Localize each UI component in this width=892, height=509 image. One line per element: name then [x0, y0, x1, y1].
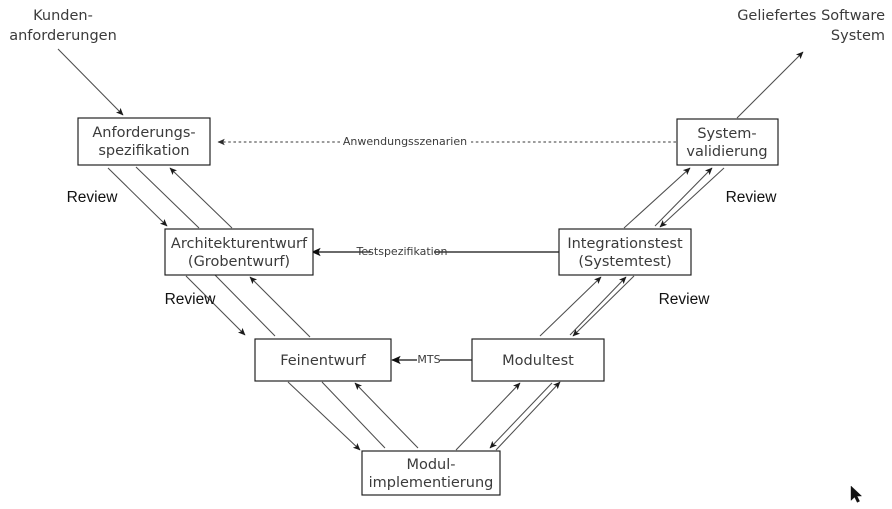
box-systemvalidierung-line-1: System-: [697, 126, 756, 142]
arrow-architekturentwurf-to-anforderungsspezifikation: [169, 167, 233, 229]
label-review-left-lower: Review: [165, 291, 217, 308]
box-architekturentwurf[interactable]: Architekturentwurf (Grobentwurf): [164, 228, 314, 276]
edge-label-testspezifikation: Testspezifikation: [356, 245, 448, 258]
box-modulimplementierung-line-2: implementierung: [369, 475, 494, 491]
left-outer-connectors: [107, 167, 361, 451]
box-systemvalidierung-line-2: validierung: [686, 144, 767, 160]
label-review-left-upper: Review: [67, 189, 119, 206]
arrow-systemvalidierung-to-integrationstest: [659, 167, 725, 228]
arrow-feinentwurf-to-modulimplementierung: [321, 381, 386, 449]
label-review-right-lower: Review: [659, 291, 711, 308]
edge-labels-layer: Anwendungsszenarien Testspezifikation MT…: [343, 135, 467, 366]
arrow-modultest-to-modulimplementierung: [489, 382, 553, 449]
label-kundenanforderungen-line-2: anforderungen: [9, 28, 117, 44]
arrow-modulimplementierung-to-feinentwurf: [354, 382, 419, 449]
edge-label-anwendungsszenarien: Anwendungsszenarien: [343, 135, 467, 148]
box-integrationstest-line-1: Integrationstest: [567, 236, 683, 252]
box-anforderungsspezifikation-line-2: spezifikation: [98, 143, 189, 159]
box-integrationstest-line-2: (Systemtest): [578, 254, 671, 270]
label-review-right-upper: Review: [726, 189, 778, 206]
arrow-modulimplementierung-up-long: [495, 381, 561, 451]
box-architekturentwurf-line-2: (Grobentwurf): [188, 254, 290, 270]
box-systemvalidierung[interactable]: System- validierung: [676, 118, 779, 166]
arrow-anforderungsspezifikation-to-architekturentwurf: [135, 166, 200, 229]
box-anforderungsspezifikation-line-1: Anforderungs-: [92, 125, 195, 141]
free-labels-layer: Kunden- anforderungen Geliefertes Softwa…: [9, 8, 885, 44]
io-connectors: [57, 48, 804, 119]
arrow-feinentwurf-to-architekturentwurf: [249, 276, 311, 338]
left-branch-connectors: [135, 166, 419, 449]
boxes-layer: Anforderungs- spezifikation System- vali…: [77, 117, 779, 496]
arrow-anforderungsspezifikation-down-long: [107, 167, 168, 227]
box-feinentwurf-line-1: Feinentwurf: [280, 353, 366, 369]
box-modultest-line-1: Modultest: [502, 353, 574, 369]
arrow-integrationstest-to-modultest: [572, 275, 635, 337]
arrow-modulimplementierung-to-modultest: [455, 382, 521, 451]
box-integrationstest-rect[interactable]: [558, 228, 692, 276]
arrow-integrationstest-up-long: [654, 167, 713, 227]
label-geliefertes-software-system-line-2: System: [831, 28, 885, 44]
arrow-feinentwurf-down-long: [287, 381, 361, 451]
box-anforderungsspezifikation-rect[interactable]: [77, 117, 211, 166]
cursor-arrow-icon: [850, 485, 863, 503]
box-anforderungsspezifikation[interactable]: Anforderungs- spezifikation: [77, 117, 211, 166]
box-integrationstest[interactable]: Integrationstest (Systemtest): [558, 228, 692, 276]
box-modulimplementierung-rect[interactable]: [361, 450, 501, 496]
box-feinentwurf-rect[interactable]: [254, 338, 392, 382]
box-architekturentwurf-line-1: Architekturentwurf: [171, 236, 308, 252]
arrow-kundenanforderungen-to-anforderungsspezifikation: [57, 48, 124, 116]
cross-connectors: [217, 138, 676, 365]
box-modultest-rect[interactable]: [471, 338, 605, 382]
arrow-architekturentwurf-to-feinentwurf: [214, 274, 276, 337]
right-branch-connectors: [455, 167, 725, 451]
box-modultest[interactable]: Modultest: [471, 338, 605, 382]
arrow-modultest-up-long: [569, 276, 627, 336]
arrow-architekturentwurf-down-long: [185, 275, 246, 336]
box-feinentwurf[interactable]: Feinentwurf: [254, 338, 392, 382]
edge-label-mts: MTS: [417, 353, 440, 366]
box-architekturentwurf-rect[interactable]: [164, 228, 314, 276]
label-kundenanforderungen-line-1: Kunden-: [33, 8, 93, 24]
arrow-modultest-to-integrationstest: [539, 276, 602, 337]
arrow-systemvalidierung-to-geliefertes-software-system: [736, 51, 804, 119]
mouse-cursor: [850, 485, 863, 503]
arrow-integrationstest-to-systemvalidierung: [623, 167, 691, 229]
box-modulimplementierung-line-1: Modul-: [406, 457, 455, 473]
box-systemvalidierung-rect[interactable]: [676, 118, 779, 166]
review-labels-layer: Review Review Review Review: [67, 189, 778, 308]
label-geliefertes-software-system-line-1: Geliefertes Software: [737, 8, 885, 24]
box-modulimplementierung[interactable]: Modul- implementierung: [361, 450, 501, 496]
right-outer-connectors: [495, 167, 713, 451]
